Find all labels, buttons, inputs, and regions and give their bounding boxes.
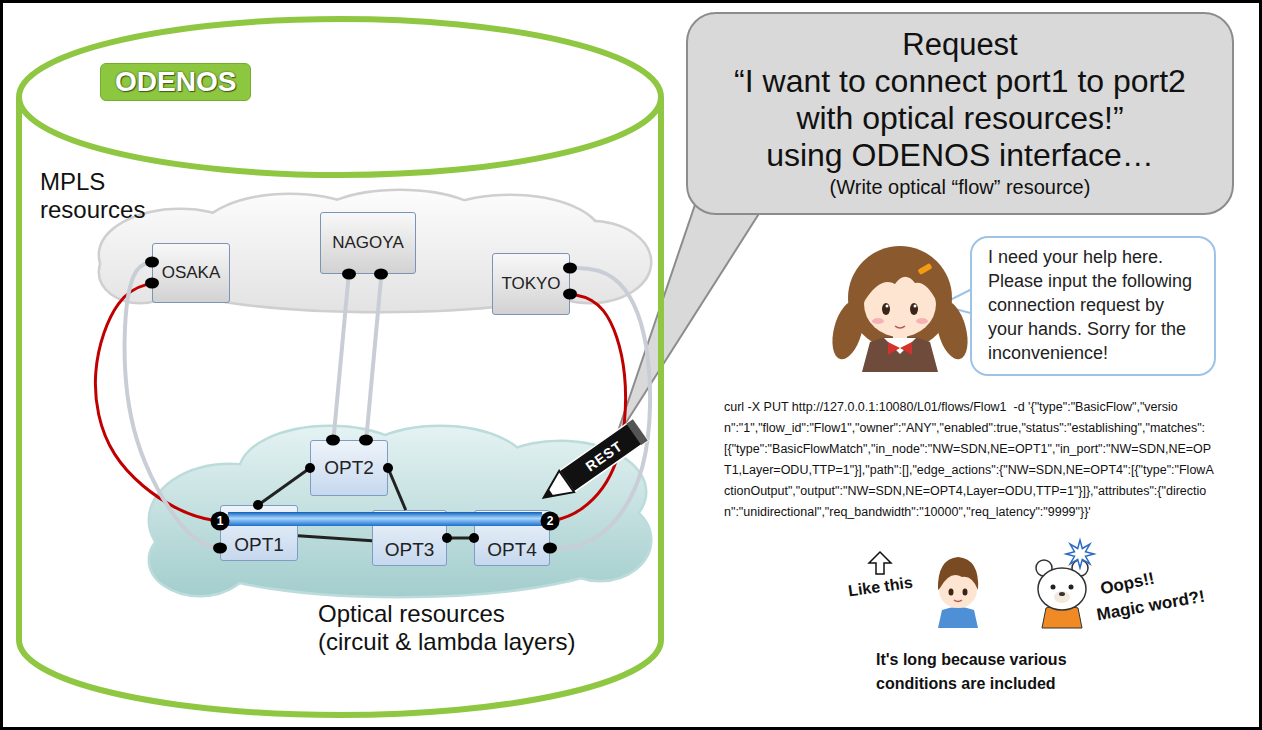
node-label: TOKYO bbox=[501, 274, 560, 294]
bubble-text: “I want to connect port1 to port2 with o… bbox=[715, 63, 1205, 137]
pencil-label: REST bbox=[581, 436, 627, 476]
cloud-fill bbox=[100, 191, 650, 311]
cloud-edge bbox=[100, 191, 650, 311]
cable-line bbox=[366, 274, 381, 440]
note-text: It's long because various conditions are… bbox=[876, 648, 1126, 696]
bubble-text: I need your help here. Please input the … bbox=[988, 245, 1198, 365]
cylinder-top bbox=[19, 19, 661, 175]
port-dots bbox=[145, 257, 577, 554]
router-box: NAGOYA bbox=[320, 212, 416, 274]
optical-node-box: OPT2 bbox=[310, 440, 388, 496]
cable-line bbox=[125, 262, 220, 548]
flow-band-ends bbox=[228, 512, 542, 526]
speech-bubble: Request“I want to connect port1 to port2… bbox=[686, 12, 1234, 215]
bear-figure bbox=[1036, 540, 1094, 628]
router-box: OSAKA bbox=[152, 243, 230, 303]
port-marker bbox=[211, 512, 230, 531]
link-line bbox=[298, 536, 372, 541]
girl-figure bbox=[827, 246, 974, 372]
port-marker bbox=[541, 512, 560, 531]
title-badge: ODENOS bbox=[100, 63, 251, 101]
router-box: TOKYO bbox=[492, 253, 570, 315]
boy-figure bbox=[938, 557, 978, 628]
bubble-text: Request bbox=[902, 27, 1017, 63]
node-label: OPT3 bbox=[385, 539, 435, 561]
pointer-arrow bbox=[869, 552, 891, 574]
node-label: NAGOYA bbox=[332, 233, 403, 253]
node-label: OPT2 bbox=[324, 457, 374, 479]
node-label: OPT1 bbox=[234, 534, 284, 556]
node-label: OSAKA bbox=[162, 263, 221, 283]
bubble-text: using ODENOS interface… bbox=[766, 137, 1154, 174]
region-label: MPLS resources bbox=[40, 168, 180, 224]
link-line bbox=[258, 468, 310, 505]
cable-line bbox=[333, 274, 348, 440]
callout-number: 1 bbox=[211, 512, 229, 530]
command-text: curl -X PUT http://127.0.0.1:10080/L01/f… bbox=[724, 397, 1216, 523]
flow-band bbox=[298, 512, 474, 526]
link-line bbox=[388, 468, 406, 510]
pencil-symbol bbox=[536, 419, 648, 508]
exclamation-text: Oops!! bbox=[1099, 569, 1157, 600]
speech-bubble: I need your help here. Please input the … bbox=[970, 236, 1216, 376]
region-label: Optical resources (circuit & lambda laye… bbox=[318, 600, 579, 656]
bubble-text: (Write optical “flow” resource) bbox=[830, 174, 1091, 200]
cylinder-body bbox=[19, 97, 661, 715]
cable-line bbox=[550, 268, 650, 548]
node-label: OPT4 bbox=[487, 539, 537, 561]
callout-number: 2 bbox=[541, 512, 559, 530]
note-text: Like this bbox=[847, 574, 914, 601]
